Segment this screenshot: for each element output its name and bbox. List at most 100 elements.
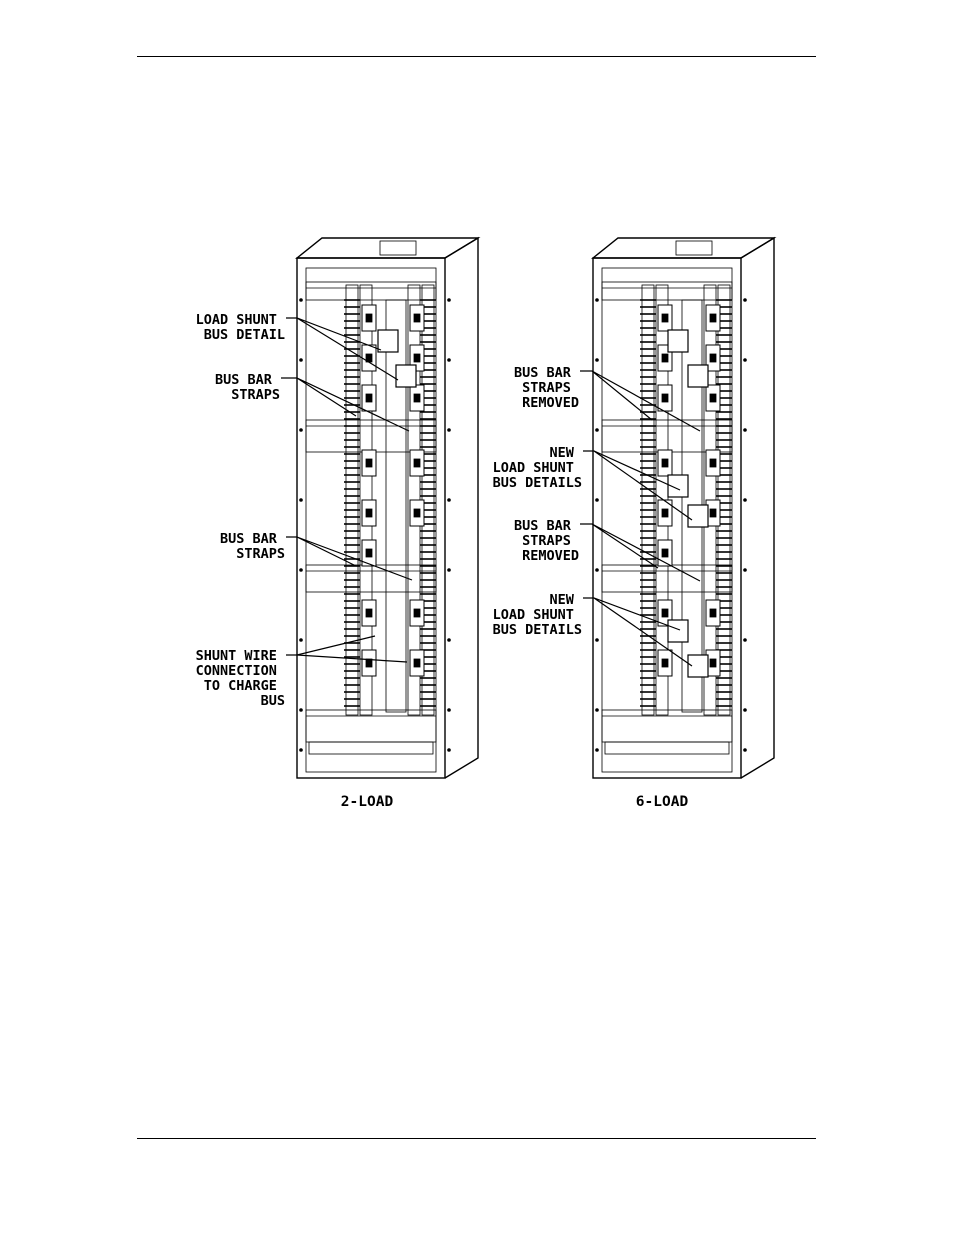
mounting-hole [447,428,451,432]
callout-line: BUS DETAIL [204,327,285,343]
shunt-block [668,620,688,642]
breaker-handle [710,509,716,517]
callout-new-load-shunt-upper: NEW LOAD SHUNT BUS DETAILS [493,445,582,491]
mounting-hole [447,568,451,572]
breaker-handle [366,609,372,617]
breaker-handle [662,394,668,402]
breaker-handle [662,354,668,362]
breaker-handle [414,314,420,322]
callout-line: LOAD SHUNT [493,460,574,476]
mounting-hole [299,298,303,302]
mounting-hole [299,708,303,712]
shunt-block [396,365,416,387]
breaker-handle [710,659,716,667]
breaker-handle [414,394,420,402]
cabinet-2-load [297,238,478,778]
mounting-hole [299,568,303,572]
cabinet-base-tray [605,742,729,754]
mounting-hole [447,298,451,302]
breaker-handle [662,549,668,557]
shunt-block [688,505,708,527]
cabinet-shelf [306,565,436,592]
callout-load-shunt-bus-detail: LOAD SHUNT BUS DETAIL [196,312,285,343]
mounting-hole [743,708,747,712]
caption-6-load: 6-LOAD [636,794,689,810]
breaker-handle [414,659,420,667]
mounting-hole [595,708,599,712]
breaker-handle [710,394,716,402]
mounting-hole [299,748,303,752]
callout-bus-bar-straps-upper: BUS BAR STRAPS [215,372,280,403]
callout-line: REMOVED [522,548,579,564]
mounting-hole [743,568,747,572]
shunt-block [668,330,688,352]
shunt-block [378,330,398,352]
breaker-handle [366,314,372,322]
cabinet-side [741,238,774,778]
mounting-hole [595,298,599,302]
breaker-handle [710,609,716,617]
cabinet-lid-box [676,241,712,255]
breaker-handle [710,354,716,362]
mounting-hole [743,638,747,642]
mounting-hole [743,428,747,432]
callout-line: BUS DETAILS [493,622,582,638]
mounting-hole [595,498,599,502]
mounting-hole [743,748,747,752]
mounting-hole [595,358,599,362]
breaker-handle [366,394,372,402]
mounting-hole [447,498,451,502]
cabinet-base-tray [309,742,433,754]
callout-line: REMOVED [522,395,579,411]
callout-line: NEW [549,592,574,608]
callout-straps-removed-upper: BUS BAR STRAPS REMOVED [514,365,579,411]
breaker-handle [366,509,372,517]
mounting-hole [595,568,599,572]
cabinet-shelf [602,420,732,452]
mounting-hole [595,748,599,752]
mounting-hole [299,428,303,432]
breaker-handle [366,549,372,557]
callout-line: STRAPS [236,546,285,562]
callout-line: TO CHARGE [204,678,277,694]
callout-line: BUS BAR [220,531,278,547]
cabinet-side [445,238,478,778]
breaker-handle [662,609,668,617]
mounting-hole [299,638,303,642]
breaker-handle [414,354,420,362]
center-mounting-panel [386,300,406,712]
mounting-hole [447,638,451,642]
breaker-handle [414,509,420,517]
callout-new-load-shunt-lower: NEW LOAD SHUNT BUS DETAILS [493,592,582,638]
caption-2-load: 2-LOAD [341,794,394,810]
cabinet-shelf [306,420,436,452]
cabinet-lid-box [380,241,416,255]
breaker-handle [662,459,668,467]
breaker-handle [710,314,716,322]
cabinet-6-load [593,238,774,778]
callout-line: BUS BAR [514,518,572,534]
callout-line: LOAD SHUNT [196,312,277,328]
callout-shunt-wire-connection: SHUNT WIRE CONNECTION TO CHARGE BUS [196,648,285,709]
shunt-block [688,365,708,387]
breaker-handle [414,609,420,617]
mounting-hole [299,358,303,362]
mounting-hole [595,638,599,642]
callout-straps-removed-lower: BUS BAR STRAPS REMOVED [514,518,579,564]
leader-lines [281,318,700,666]
cabinet-shelf [602,565,732,592]
breaker-handle [662,314,668,322]
callout-line: CONNECTION [196,663,277,679]
breaker-handle [662,509,668,517]
callout-line: BUS BAR [514,365,572,381]
mounting-hole [299,498,303,502]
callout-line: BUS [261,693,285,709]
mounting-hole [447,708,451,712]
callout-line: NEW [549,445,574,461]
callout-line: BUS DETAILS [493,475,582,491]
callout-line: LOAD SHUNT [493,607,574,623]
callout-line: STRAPS [522,533,571,549]
callout-bus-bar-straps-lower: BUS BAR STRAPS [220,531,285,562]
mounting-hole [447,358,451,362]
